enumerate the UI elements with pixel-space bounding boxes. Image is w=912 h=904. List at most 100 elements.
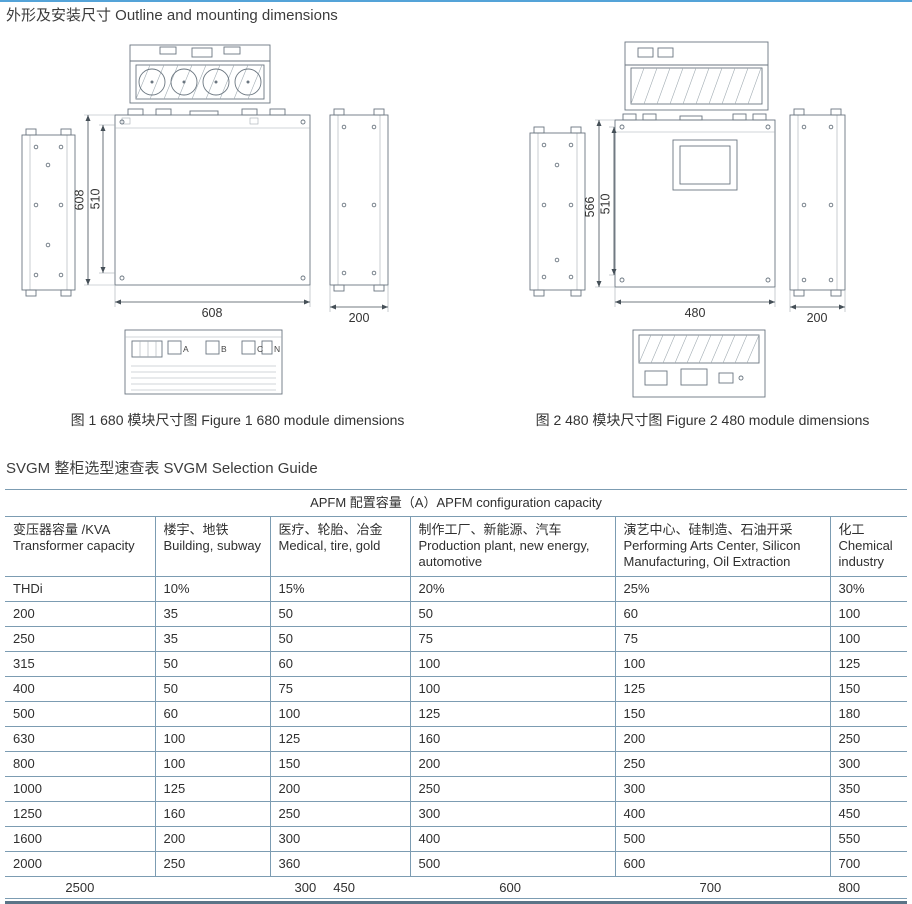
dimension-label: 510 <box>89 189 103 210</box>
table-cell: 60 <box>269 651 410 677</box>
table-cell: 50 <box>409 601 615 627</box>
table-cell: 350 <box>829 776 908 802</box>
footer-value: 600 <box>499 880 521 895</box>
table-cell: 125 <box>829 651 908 677</box>
table-cell: 200 <box>614 726 830 752</box>
table-cell: 700 <box>829 851 908 877</box>
table-cell: 150 <box>614 701 830 727</box>
table-cell: 180 <box>829 701 908 727</box>
table-cell: 500 <box>614 826 830 852</box>
table-cell: 60 <box>154 701 270 727</box>
column-header-en: Production plant, new energy, automotive <box>418 538 590 569</box>
table-cell: 50 <box>154 651 270 677</box>
table-cell: 160 <box>154 801 270 827</box>
top-accent-rule <box>0 0 912 2</box>
table-row: 315 50 60 100 100 125 <box>5 651 908 677</box>
table-row: 2000 250 360 500 600 700 <box>5 851 908 877</box>
table-cell: 125 <box>269 726 410 752</box>
column-header: 演艺中心、硅制造、石油开采 Performing Arts Center, Si… <box>614 516 830 577</box>
fig1-right-side-view <box>329 108 389 292</box>
phase-label: A <box>183 344 189 354</box>
fig1-left-side-view <box>21 128 76 297</box>
figure-680-module-drawing: 608 510 608 200 <box>21 44 389 395</box>
table-cell: 50 <box>269 601 410 627</box>
footer-value: 450 <box>333 880 355 895</box>
table-cell: 125 <box>614 676 830 702</box>
dimension-label: 480 <box>685 306 706 320</box>
table-row: 630 100 125 160 200 250 <box>5 726 908 752</box>
table-cell: 800 <box>5 751 155 777</box>
phase-label: B <box>221 344 227 354</box>
column-header-zh: 制作工厂、新能源、汽车 <box>418 522 562 537</box>
column-header-zh: 医疗、轮胎、冶金 <box>278 522 383 537</box>
table-cell: 100 <box>154 726 270 752</box>
table-cell: 450 <box>829 801 908 827</box>
column-header-en: Performing Arts Center, Silicon Manufact… <box>623 538 801 569</box>
selection-guide-table-wrap: APFM 配置容量（A）APFM configuration capacity … <box>5 489 908 904</box>
column-header-en: Building, subway <box>163 538 262 553</box>
table-cell: 50 <box>269 626 410 652</box>
footer-value: 700 <box>699 880 722 895</box>
table-cell: 250 <box>409 776 615 802</box>
fig2-left-side-view <box>529 126 586 297</box>
figure-1-caption: 图 1 680 模块尺寸图 Figure 1 680 module dimens… <box>70 412 405 428</box>
table-row: 1000 125 200 250 300 350 <box>5 776 908 802</box>
table-cell: 75 <box>614 626 830 652</box>
table-cell: 300 <box>829 751 908 777</box>
table-cell: 15% <box>269 576 410 602</box>
phase-label: C <box>257 344 263 354</box>
table-row: THDi 10% 15% 20% 25% 30% <box>5 576 908 602</box>
table-cell: 100 <box>829 601 908 627</box>
dimension-label: 566 <box>583 197 597 218</box>
table-cell: 200 <box>5 601 155 627</box>
column-header-zh: 化工 <box>838 522 865 537</box>
table-row: 200 35 50 50 60 100 <box>5 601 908 627</box>
table-cell: 400 <box>5 676 155 702</box>
table-row: 250 35 50 75 75 100 <box>5 626 908 652</box>
fig2-right-side-view <box>789 108 846 297</box>
table-row: 1250 160 250 300 400 450 <box>5 801 908 827</box>
table-row: 1600 200 300 400 500 550 <box>5 826 908 852</box>
table-cell: 75 <box>269 676 410 702</box>
table-row: 800 100 150 200 250 300 <box>5 751 908 777</box>
footer-value: 300 <box>294 880 317 895</box>
table-cell: 60 <box>614 601 830 627</box>
table-cell: 300 <box>269 826 410 852</box>
table-cell: 100 <box>409 651 615 677</box>
figure-480-module-drawing: 566 510 480 200 <box>529 41 846 398</box>
table-cell: 250 <box>5 626 155 652</box>
table-cell: 250 <box>829 726 908 752</box>
table-cell: 250 <box>269 801 410 827</box>
column-header-zh: 演艺中心、硅制造、石油开采 <box>623 522 793 537</box>
table-cell: 400 <box>614 801 830 827</box>
table-cell: 1600 <box>5 826 155 852</box>
section-title: SVGM 整柜选型速查表 SVGM Selection Guide <box>6 460 318 477</box>
fig1-bottom-view: A B C N <box>124 329 283 395</box>
dimension-label: 608 <box>73 190 87 211</box>
column-header-en: Transformer capacity <box>13 538 135 553</box>
table-cell: 50 <box>154 676 270 702</box>
table-cell: 600 <box>614 851 830 877</box>
table-row: 400 50 75 100 125 150 <box>5 676 908 702</box>
fig2-front-view <box>614 113 776 288</box>
dimension-label: 510 <box>599 194 613 215</box>
table-cell: 150 <box>829 676 908 702</box>
table-cell: 250 <box>614 751 830 777</box>
fig2-bottom-view <box>632 329 766 398</box>
fig1-dimensions: 608 510 608 200 <box>73 114 389 325</box>
column-header: 变压器容量 /KVA Transformer capacity <box>5 516 155 577</box>
table-cell: 10% <box>154 576 270 602</box>
column-header-row: 变压器容量 /KVA Transformer capacity 楼宇、地铁 Bu… <box>5 516 908 577</box>
fig2-dimensions: 566 510 480 200 <box>583 119 846 325</box>
table-cell: 30% <box>829 576 908 602</box>
table-cell: 1000 <box>5 776 155 802</box>
table-cell: THDi <box>5 576 155 602</box>
page-title: 外形及安装尺寸 Outline and mounting dimensions <box>6 7 338 24</box>
table-cell: 100 <box>829 626 908 652</box>
table-cell: 25% <box>614 576 830 602</box>
apfm-header: APFM 配置容量（A）APFM configuration capacity <box>5 489 908 517</box>
table-row: 500 60 100 125 150 180 <box>5 701 908 727</box>
table-cell: 300 <box>614 776 830 802</box>
table-cell: 100 <box>269 701 410 727</box>
dimension-label: 200 <box>349 311 370 325</box>
